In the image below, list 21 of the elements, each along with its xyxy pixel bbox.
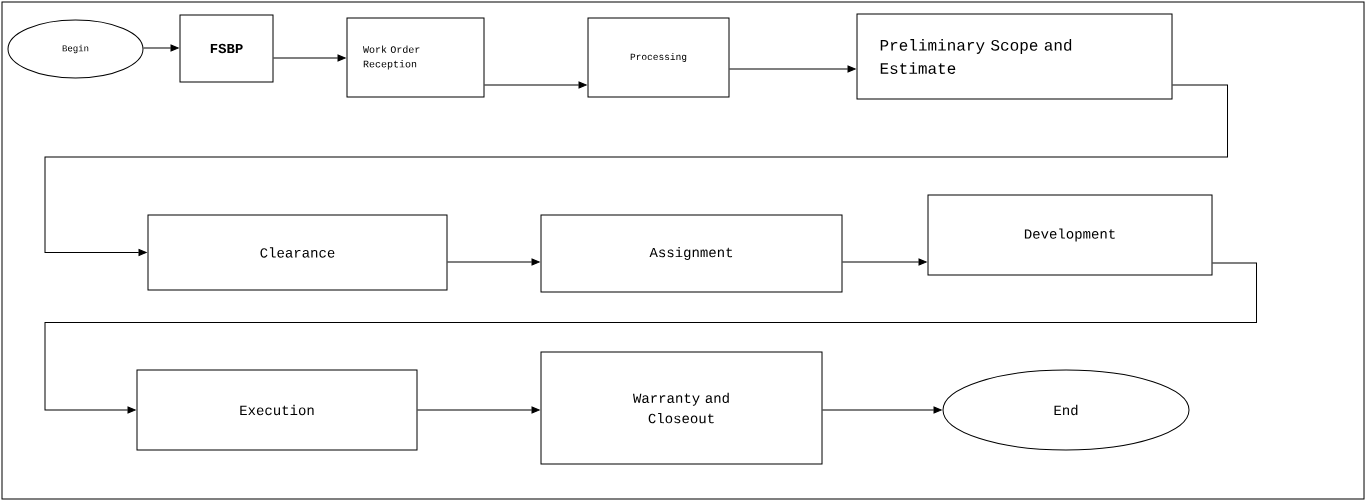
arrow xyxy=(447,258,540,266)
arrow xyxy=(842,258,927,266)
arrow xyxy=(44,84,1228,256)
process-box: Development xyxy=(927,194,1213,276)
arrow xyxy=(729,65,856,73)
process-box: Preliminary Scope and Estimate xyxy=(856,13,1173,100)
arrow xyxy=(44,262,1257,414)
process-box: Clearance xyxy=(147,214,448,291)
process-box: Assignment xyxy=(540,214,843,293)
arrow xyxy=(273,54,346,62)
arrow xyxy=(484,81,587,89)
oval: Begin xyxy=(7,19,144,79)
process-box: Work Order Reception xyxy=(346,17,485,98)
arrow xyxy=(417,406,540,414)
process-box: Execution xyxy=(136,369,418,451)
arrow xyxy=(822,406,942,414)
process-box: Warranty and Closeout xyxy=(540,351,823,465)
process-box: Processing xyxy=(587,17,730,98)
arrow xyxy=(143,44,179,52)
oval: End xyxy=(942,369,1190,451)
process-box: FSBP xyxy=(179,14,274,83)
